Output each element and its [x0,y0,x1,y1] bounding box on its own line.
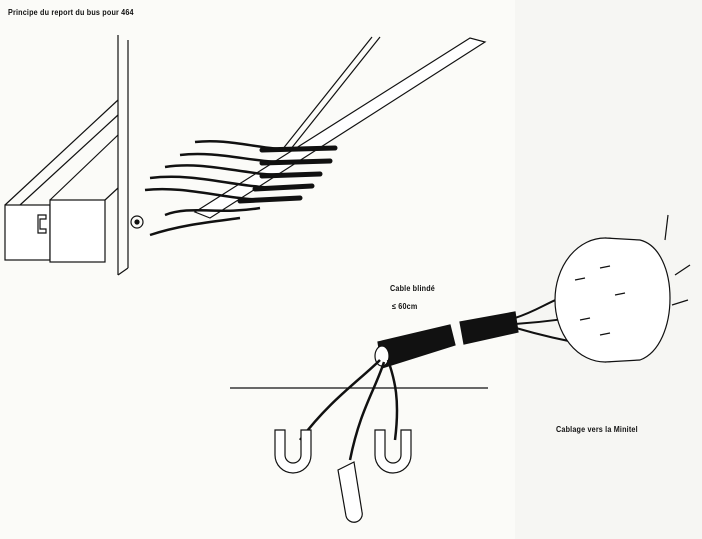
solder-pads [237,145,338,204]
panel-plate [117,35,129,276]
shielded-cable [299,294,591,461]
cable-length: ≤ 60cm [392,302,418,311]
diagram-title: Principe du report du bus pour 464 [8,8,134,17]
din-plug [554,214,691,363]
bus-ribbon-board [193,36,487,219]
edge-connector-block [4,99,144,263]
minitel-label: Cablage vers la Minitel [556,425,638,434]
cable-label: Cable blindé [390,284,435,293]
crimp-lugs [274,429,412,523]
